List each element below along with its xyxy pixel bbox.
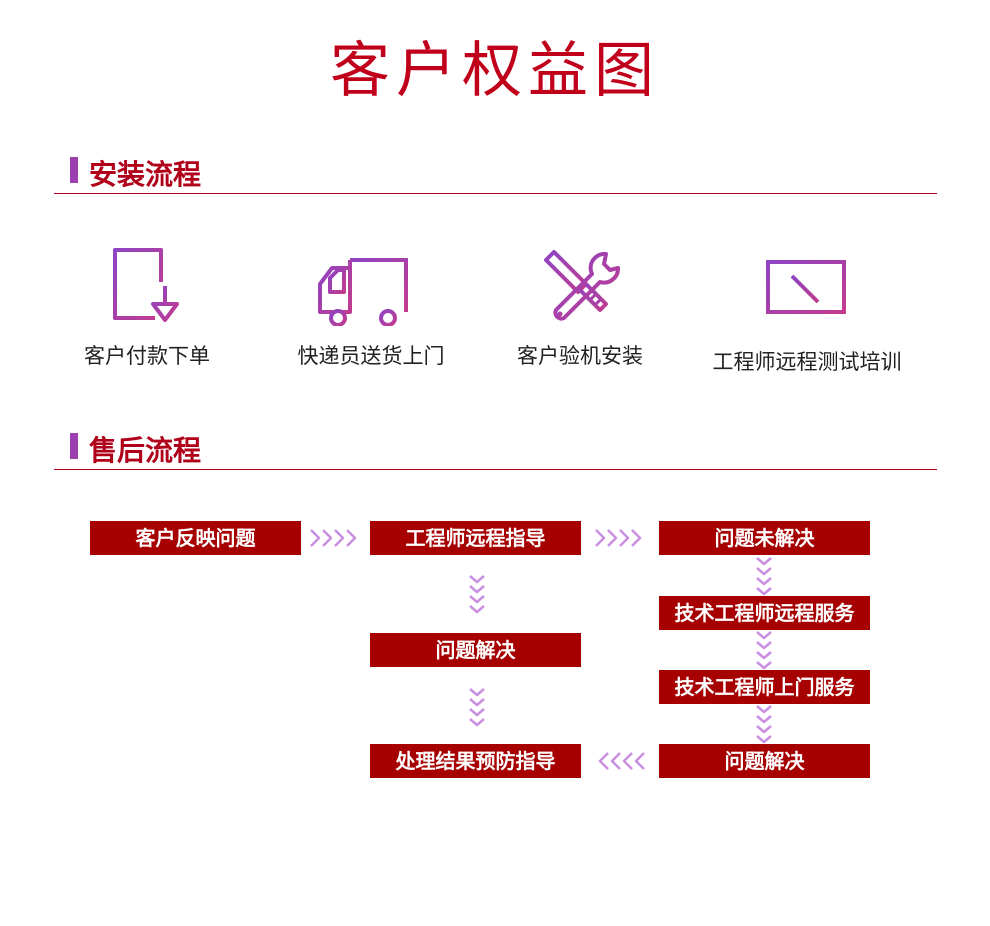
wrench-screwdriver-icon [544,250,620,321]
arrow-down [469,575,485,614]
install-step-order: 客户付款下单 [37,246,257,370]
node-resolved-left: 问题解决 [370,633,581,667]
install-step-install: 客户验机安装 [470,246,690,370]
install-section-header: 安装流程 [54,153,937,194]
arrow-down [756,631,772,670]
page-title: 客户权益图 [330,36,660,106]
node-tech-remote-service: 技术工程师远程服务 [659,596,870,630]
node-customer-report: 客户反映问题 [90,521,301,555]
arrow-right [310,529,357,547]
after-sales-section-title: 售后流程 [89,434,202,467]
step-label: 快递员送货上门 [297,344,445,368]
arrow-down [469,688,485,727]
section-marker [70,157,78,183]
node-resolved-right: 问题解决 [659,744,870,778]
remote-screen-icon [766,260,846,330]
install-step-delivery: 快递员送货上门 [261,246,481,370]
arrow-left [598,752,645,770]
arrow-down [756,557,772,596]
node-remote-guidance: 工程师远程指导 [370,521,581,555]
node-result-prevention: 处理结果预防指导 [370,744,581,778]
section-marker [70,433,78,459]
after-sales-section-header: 售后流程 [54,429,937,470]
arrow-down [756,705,772,744]
step-label: 工程师远程测试培训 [712,350,902,374]
arrow-right [595,529,642,547]
node-unresolved: 问题未解决 [659,521,870,555]
install-section-title: 安装流程 [89,158,202,191]
document-download-icon [113,248,179,322]
step-label: 客户付款下单 [84,344,210,368]
node-tech-onsite-service: 技术工程师上门服务 [659,670,870,704]
install-step-training: 工程师远程测试培训 [697,246,917,376]
delivery-truck-icon [318,258,422,326]
step-label: 客户验机安装 [517,344,643,368]
